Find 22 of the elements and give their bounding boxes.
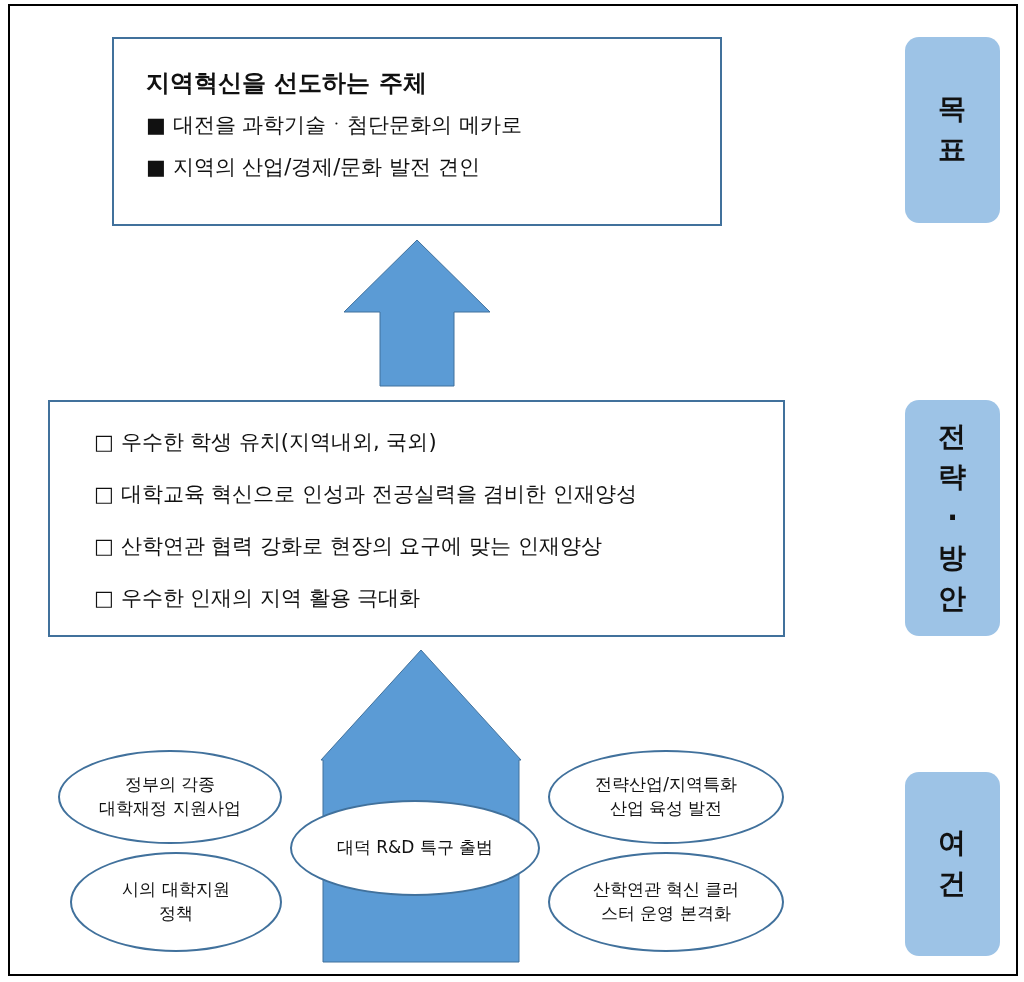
bullet-item: □ 우수한 인재의 지역 활용 극대화 bbox=[94, 585, 422, 612]
block-arrow bbox=[320, 649, 522, 963]
stage-band bbox=[905, 400, 1000, 636]
bullet-item: □ 대학교육 혁신으로 인성과 전공실력을 겸비한 인재양성 bbox=[94, 481, 638, 508]
stage-band bbox=[905, 772, 1000, 956]
ellipse-text: 대덕 R&D 특구 출범 bbox=[335, 836, 495, 860]
block-arrow bbox=[343, 239, 491, 387]
ellipse-text: 산학연관 혁신 클러 스터 운영 본격화 bbox=[591, 878, 741, 925]
bullet-item: □ 우수한 학생 유치(지역내외, 국외) bbox=[94, 429, 438, 456]
bullet-item: ■ 대전을 과학기술ㆍ첨단문화의 메카로 bbox=[146, 112, 523, 139]
ellipse-text: 시의 대학지원 정책 bbox=[121, 878, 231, 925]
stage-label: 전 략 · 방 안 bbox=[937, 418, 968, 617]
box-heading: 지역혁신을 선도하는 주체 bbox=[146, 68, 428, 99]
bullet-item: □ 산학연관 협력 강화로 현장의 요구에 맞는 인재양상 bbox=[94, 533, 603, 560]
stage-band bbox=[905, 37, 1000, 223]
goal-box bbox=[112, 37, 722, 226]
ellipse-text: 정부의 각종 대학재정 지원사업 bbox=[98, 773, 242, 820]
stage-label: 여 건 bbox=[937, 825, 968, 902]
strategy-box bbox=[48, 400, 785, 637]
stage-label: 목 표 bbox=[937, 91, 968, 168]
ellipse-text: 전략산업/지역특화 산업 육성 발전 bbox=[594, 773, 738, 820]
bullet-item: ■ 지역의 산업/경제/문화 발전 견인 bbox=[146, 154, 481, 181]
